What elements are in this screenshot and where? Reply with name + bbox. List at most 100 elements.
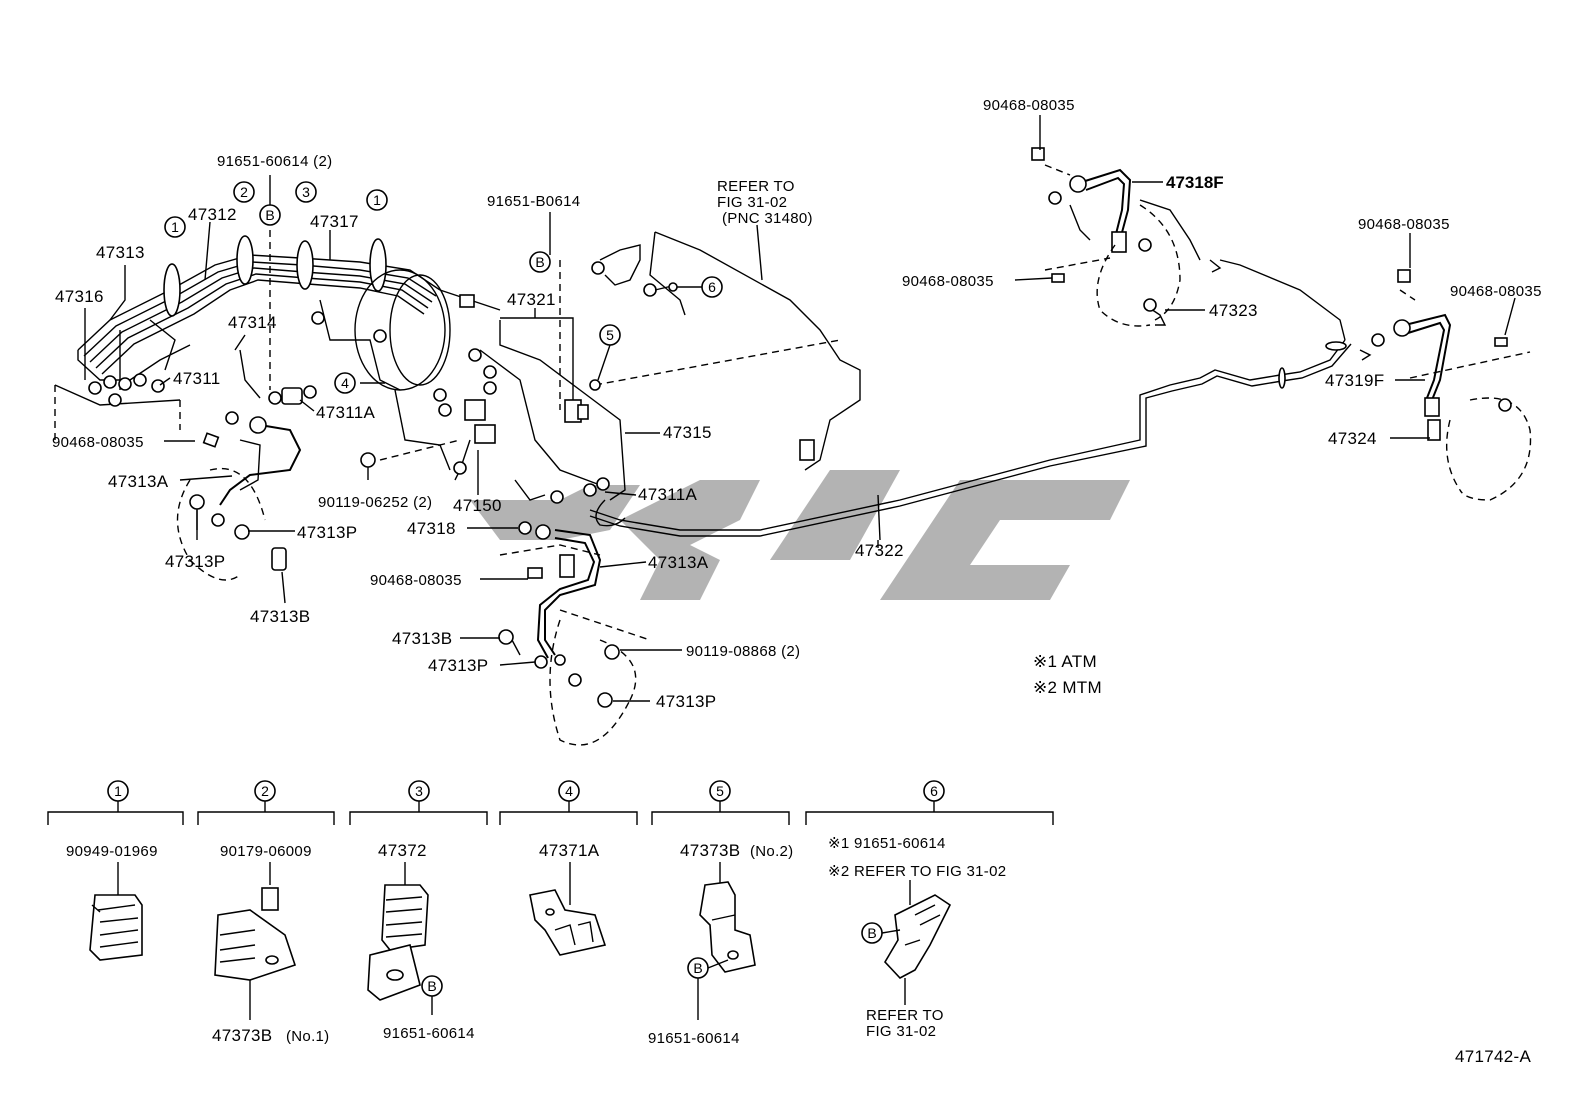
bracket-clip-icon <box>884 894 952 979</box>
legend-note-2: ※2 REFER TO FIG 31-02 <box>828 863 1006 880</box>
label-90468-08035-far: 90468-08035 <box>1450 283 1542 300</box>
label-refer-to: REFER TO <box>717 178 795 195</box>
legend-part-2: 47373B <box>212 1026 272 1045</box>
label-47311: 47311 <box>173 369 221 388</box>
leader-lines <box>84 115 1516 702</box>
callout-text: B <box>693 960 702 976</box>
front-pipe-bundle <box>54 235 441 440</box>
bracket-47321 <box>360 260 626 504</box>
legend-part-2: 91651-60614 <box>648 1030 740 1047</box>
callouts-main: 1 2 B 3 1 4 B 5 <box>164 181 723 394</box>
callout-text: 3 <box>302 184 310 200</box>
label-47314: 47314 <box>228 313 277 332</box>
label-90119-08868: 90119-08868 (2) <box>686 643 800 660</box>
label-47315: 47315 <box>663 423 712 442</box>
callout-text: 5 <box>606 327 614 343</box>
legend-num: 3 <box>415 783 423 799</box>
label-47313: 47313 <box>96 243 145 262</box>
callout-text: B <box>265 207 274 223</box>
callout-5: 5 <box>599 324 621 346</box>
label-47313P-1: 47313P <box>297 523 357 542</box>
label-47313A-left: 47313A <box>108 472 169 491</box>
clamp-icon <box>89 894 143 961</box>
legend-num: 6 <box>930 783 938 799</box>
callout-3: 3 <box>295 181 317 203</box>
legend-suffix: (No.2) <box>750 843 793 860</box>
legend-suffix: (No.1) <box>286 1028 329 1045</box>
label-refer-fig: FIG 31-02 <box>717 194 787 211</box>
rear-line-47322 <box>589 259 1352 541</box>
label-47313P-2: 47313P <box>165 552 225 571</box>
legend-group-3: 3 47372 B 91651-60614 <box>349 780 488 1042</box>
callout-text: B <box>535 254 544 270</box>
callout-text: 2 <box>240 184 248 200</box>
callout-text: 1 <box>171 219 179 235</box>
label-47313P-3: 47313P <box>428 656 488 675</box>
rear-left-hose-47318F <box>1031 147 1222 327</box>
label-90468-08035-rr: 90468-08035 <box>1358 216 1450 233</box>
callout-text: 1 <box>373 192 381 208</box>
label-47312: 47312 <box>188 205 237 224</box>
legend-part: 90179-06009 <box>220 843 312 860</box>
legend-group-2: 2 90179-06009 47373B (No.1) <box>197 780 335 1045</box>
diagram-id: 471742-A <box>1455 1047 1531 1066</box>
callout-text: B <box>427 978 436 994</box>
label-47324: 47324 <box>1328 429 1377 448</box>
legend-refer-fig: FIG 31-02 <box>866 1023 936 1040</box>
legend-part: 47373B <box>680 841 740 860</box>
legend-num: 5 <box>716 783 724 799</box>
label-90119-06252: 90119-06252 (2) <box>318 494 432 511</box>
label-47150: 47150 <box>453 496 502 515</box>
label-47321: 47321 <box>507 290 556 309</box>
label-47313A-right: 47313A <box>648 553 709 572</box>
callout-text: 6 <box>708 279 716 295</box>
label-47313B-1: 47313B <box>250 607 310 626</box>
callout-B-left: B <box>259 204 281 226</box>
note-atm: ※1 ATM <box>1033 652 1097 671</box>
label-47311A-right: 47311A <box>638 485 698 504</box>
brake-booster <box>311 269 501 471</box>
label-47316: 47316 <box>55 287 104 306</box>
label-47317: 47317 <box>310 212 359 231</box>
callout-B-mid: B <box>529 251 551 273</box>
callout-text: B <box>867 925 876 941</box>
label-90468-08035-mid: 90468-08035 <box>370 572 462 589</box>
label-90468-08035-rl: 90468-08035 <box>902 273 994 290</box>
label-47311A-left: 47311A <box>316 403 376 422</box>
callout-2: 2 <box>233 181 255 203</box>
clamp-stack-icon <box>367 884 429 1001</box>
part-labels: 47313 47316 47312 47317 47314 47311 4731… <box>52 97 1542 1066</box>
label-47323: 47323 <box>1209 301 1258 320</box>
legend-num: 2 <box>261 783 269 799</box>
label-47318F: 47318F <box>1166 173 1224 192</box>
label-91651-B0614: 91651-B0614 <box>487 193 580 210</box>
label-90468-08035-left: 90468-08035 <box>52 434 144 451</box>
legend-part: 90949-01969 <box>66 843 158 860</box>
legend-group-6: 6 ※1 91651-60614 ※2 REFER TO FIG 31-02 B… <box>805 780 1054 1040</box>
legend-part-2: 91651-60614 <box>383 1025 475 1042</box>
label-47322: 47322 <box>855 541 904 560</box>
legend-refer-to: REFER TO <box>866 1007 944 1024</box>
clamp-bracket-icon <box>214 887 297 981</box>
label-47313B-2: 47313B <box>392 629 452 648</box>
label-47318: 47318 <box>407 519 456 538</box>
legend-part: 47372 <box>378 841 427 860</box>
callout-6: 6 <box>701 276 723 298</box>
legend-group-4: 4 47371A <box>499 780 638 956</box>
clip-icon <box>529 889 607 956</box>
label-91651-60614: 91651-60614 (2) <box>217 153 332 170</box>
legend-num: 4 <box>565 783 573 799</box>
legend-part: 47371A <box>539 841 600 860</box>
valve-47311A <box>239 230 317 405</box>
callout-1-right: 1 <box>366 189 388 211</box>
label-refer-pnc: (PNC 31480) <box>722 210 813 227</box>
rear-right-hose-47319F <box>1359 269 1532 501</box>
legend-group-5: 5 47373B (No.2) B 91651-60614 <box>648 780 793 1047</box>
body-panel-outline <box>589 224 861 471</box>
legend-note-1: ※1 91651-60614 <box>828 835 946 852</box>
label-47319F: 47319F <box>1325 371 1384 390</box>
callout-4: 4 <box>334 372 356 394</box>
front-right-wheel-hose <box>498 521 651 746</box>
